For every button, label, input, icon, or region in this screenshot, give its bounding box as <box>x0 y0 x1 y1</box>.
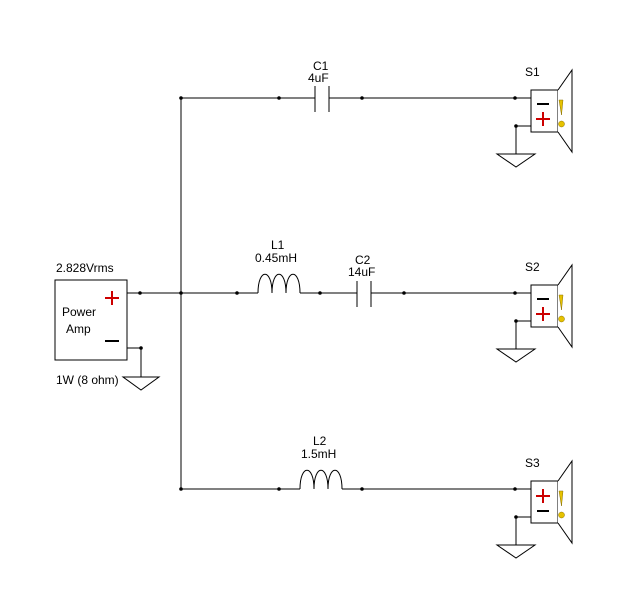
s1-name: S1 <box>525 65 540 79</box>
l1-value: 0.45mH <box>255 251 297 265</box>
s2-ground-icon <box>495 348 537 363</box>
amp-plus-icon <box>105 291 119 305</box>
power-amp: Power Amp 2.828Vrms 1W (8 ohm) <box>54 261 128 387</box>
c2-value: 14uF <box>348 265 375 279</box>
speaker-s3 <box>530 459 573 545</box>
l1-name: L1 <box>271 238 285 252</box>
s2-warning-icon <box>558 294 565 323</box>
speaker-s1 <box>530 68 573 154</box>
power-amp-box <box>54 279 128 361</box>
s3-plus-icon <box>536 489 550 503</box>
l2-node-right <box>360 487 364 491</box>
amp-plus-node <box>138 291 142 295</box>
s3-minus-node <box>513 487 517 491</box>
s2-plus-icon <box>536 307 550 321</box>
speaker-s2 <box>530 263 573 349</box>
inductor-l2 <box>299 469 343 490</box>
power-amp-label-2: Amp <box>66 322 91 336</box>
l1-node-left <box>235 291 239 295</box>
s1-plus-node <box>513 96 517 100</box>
c2-name: C2 <box>355 253 371 267</box>
s2-name: S2 <box>525 260 540 274</box>
s2-plus-node <box>513 291 517 295</box>
l2-value: 1.5mH <box>301 447 336 461</box>
s3-name: S3 <box>525 456 540 470</box>
amp-ground-icon <box>121 376 161 391</box>
l1-node-right <box>318 291 322 295</box>
capacitor-c1 <box>314 86 330 112</box>
c1-name: C1 <box>313 59 329 73</box>
inductor-l1 <box>257 273 301 294</box>
s3-ground-icon <box>495 544 537 559</box>
s1-warning-icon <box>558 99 565 128</box>
l2-node-left <box>277 487 281 491</box>
amp-voltage-label: 2.828Vrms <box>56 261 114 275</box>
c1-node-left <box>277 96 281 100</box>
capacitor-c2 <box>356 281 372 307</box>
s1-ground-icon <box>495 153 537 168</box>
c1-node-right <box>360 96 364 100</box>
c2-node-right <box>402 291 406 295</box>
s1-plus-icon <box>536 112 550 126</box>
c1-value: 4uF <box>308 71 329 85</box>
l2-name: L2 <box>313 434 327 448</box>
s3-warning-icon <box>558 490 565 519</box>
amp-power-label: 1W (8 ohm) <box>56 373 119 387</box>
power-amp-label-1: Power <box>62 305 96 319</box>
